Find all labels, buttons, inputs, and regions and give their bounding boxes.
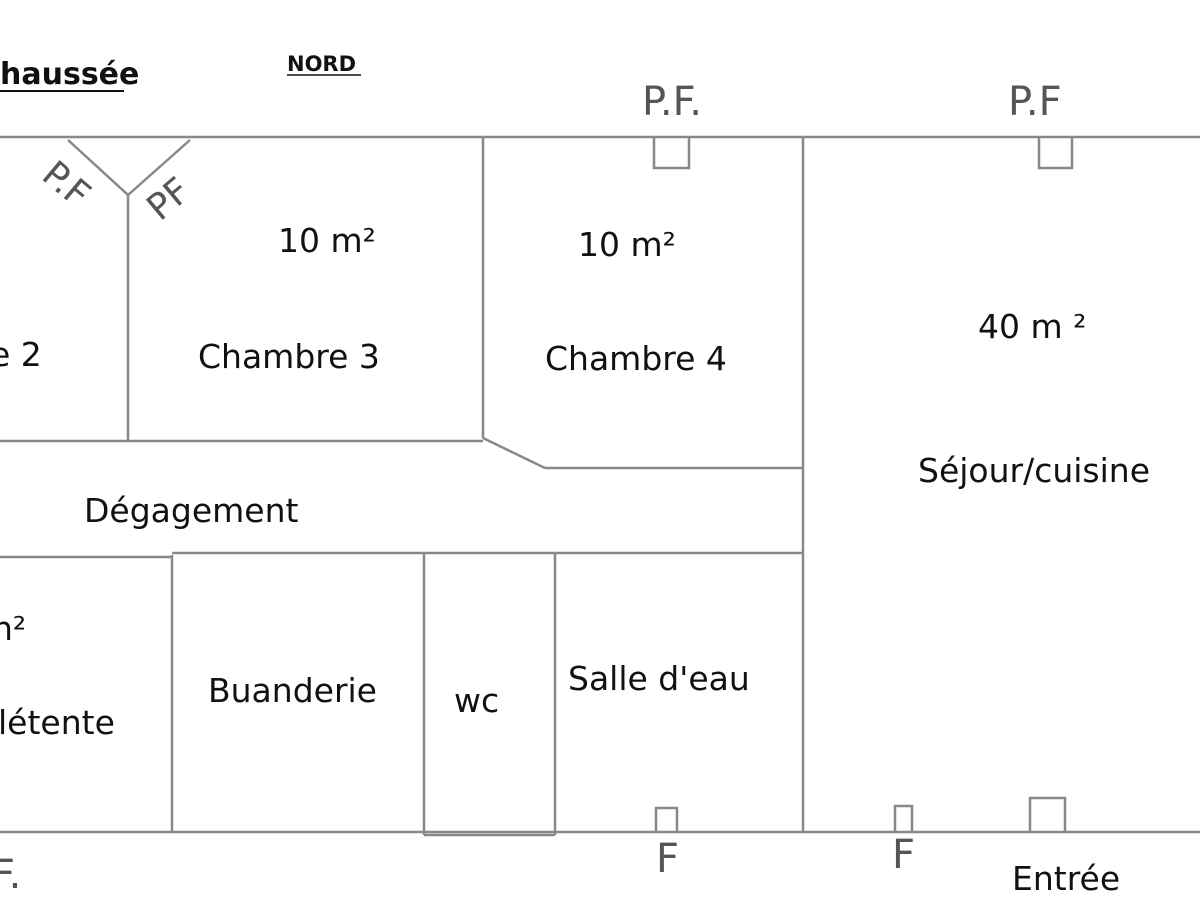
interior-walls <box>0 137 805 837</box>
room-chambre-3-area: 10 m² <box>278 221 376 260</box>
window-marker-bottom-2 <box>893 804 914 832</box>
north-label: NORD <box>287 52 356 76</box>
room-sejour-name: Séjour/cuisine <box>918 451 1150 490</box>
pf-marker-top-2: P.F <box>1008 79 1062 125</box>
outer-walls <box>0 135 1200 834</box>
room-entree-name: Entrée <box>1012 859 1120 898</box>
room-buanderie-name: Buanderie <box>208 671 377 710</box>
f-marker-bottom-1: F <box>656 836 679 882</box>
f-marker-bottom-left: F. <box>0 852 21 898</box>
window-marker-bottom-3 <box>1028 796 1067 832</box>
pf-marker-diag-right: PF <box>139 170 198 229</box>
pf-marker-diag-left: P.F <box>34 153 97 215</box>
room-chambre-4-name: Chambre 4 <box>545 339 727 378</box>
room-degagement-name: Dégagement <box>84 491 298 530</box>
window-marker-top-2 <box>1037 138 1074 170</box>
room-wc-name: wc <box>454 681 499 720</box>
room-detente-area: n² <box>0 609 26 648</box>
room-salle-eau-name: Salle d'eau <box>568 659 750 698</box>
room-detente-name: létente <box>0 703 115 742</box>
room-chambre-3-name: Chambre 3 <box>198 337 380 376</box>
window-marker-bottom-1 <box>654 806 679 832</box>
room-chambre-2-name: e 2 <box>0 335 42 374</box>
floor-title: haussée <box>0 57 139 92</box>
window-marker-top-1 <box>652 138 691 170</box>
room-chambre-4-area: 10 m² <box>578 225 676 264</box>
room-sejour-area: 40 m ² <box>978 307 1086 346</box>
window-markers <box>652 138 1074 832</box>
pf-marker-top-1: P.F. <box>642 79 702 125</box>
f-marker-bottom-2: F <box>892 832 915 878</box>
